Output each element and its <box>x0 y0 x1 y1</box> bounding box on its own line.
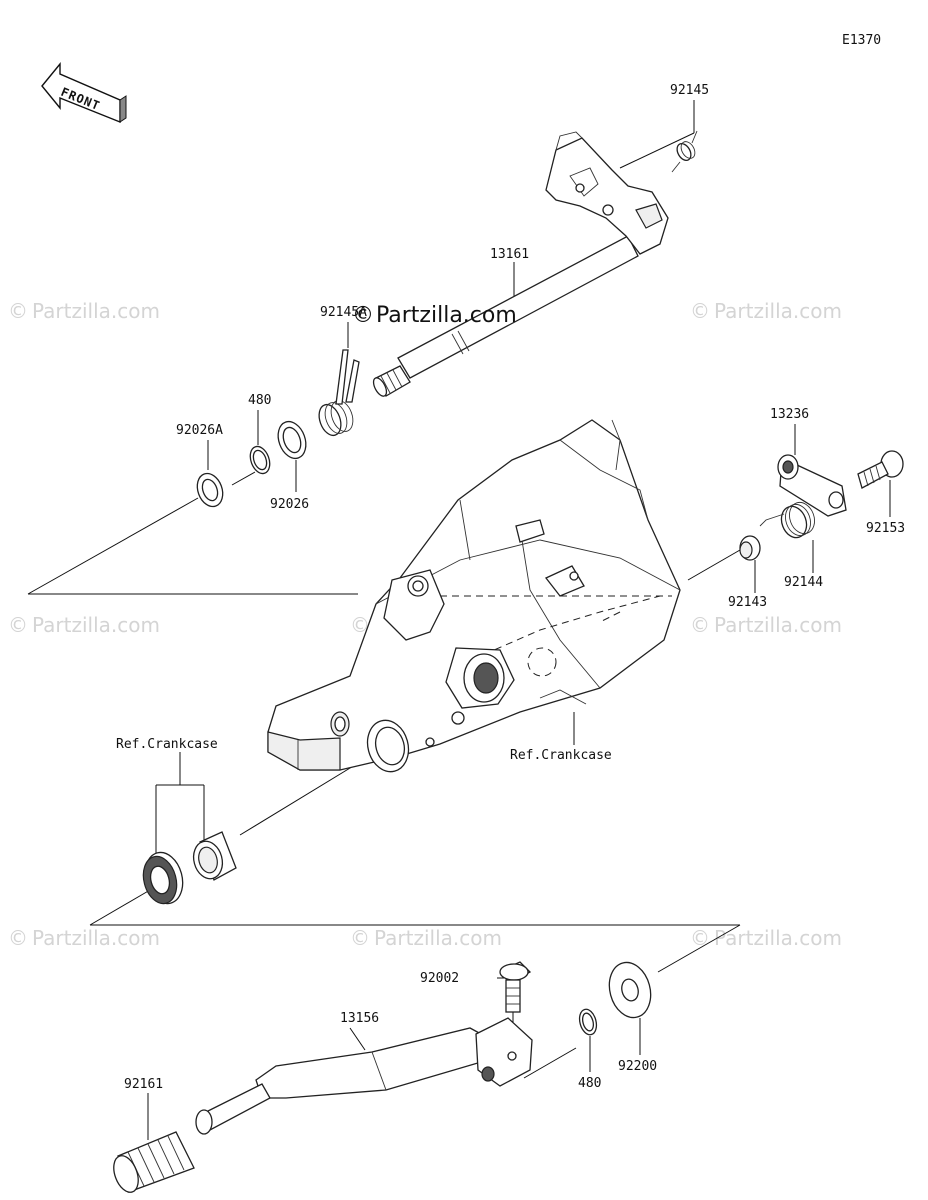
label-13236: 13236 <box>770 407 809 422</box>
bolt-92002-icon <box>499 961 532 1013</box>
diagram-code: E1370 <box>842 33 881 48</box>
watermark: ©Partzilla.com <box>350 926 502 950</box>
label-92200: 92200 <box>618 1059 657 1074</box>
washer-92026-icon <box>277 420 307 460</box>
label-92002: 92002 <box>420 971 459 986</box>
collar-92143-icon <box>739 535 761 561</box>
rubber-92161-icon <box>113 1131 195 1193</box>
label-13156: 13156 <box>340 1011 379 1026</box>
watermark: ©Partzilla.com <box>8 299 160 323</box>
label-92144: 92144 <box>784 575 823 590</box>
label-92145A: 92145A <box>320 305 367 320</box>
watermark: ©Partzilla.com <box>8 613 160 637</box>
label-92145: 92145 <box>670 83 709 98</box>
label-92143: 92143 <box>728 595 767 610</box>
label-13161: 13161 <box>490 247 529 262</box>
part-labels: 92145 13161 92145A 480 92026A 92026 1323… <box>116 83 905 1092</box>
spring-92145A-icon <box>318 349 360 437</box>
label-480-top: 480 <box>248 393 271 408</box>
label-480-bottom: 480 <box>578 1076 601 1091</box>
label-92161: 92161 <box>124 1077 163 1092</box>
watermark: ©Partzilla.com <box>690 613 842 637</box>
watermark: ©Partzilla.com <box>690 926 842 950</box>
watermark-center: ©Partzilla.com <box>352 303 517 328</box>
spring-92144-icon <box>759 501 815 539</box>
spring-92145-icon <box>671 130 698 173</box>
oil-seal-icon <box>142 851 184 905</box>
watermark: ©Partzilla.com <box>690 299 842 323</box>
label-ref-crankcase-left: Ref.Crankcase <box>116 737 218 752</box>
lever-13236-icon <box>777 454 847 517</box>
shift-shaft-13161 <box>372 131 669 397</box>
shift-pedal-13156-icon <box>195 1017 533 1135</box>
washer-92026A-icon <box>196 472 224 508</box>
label-92026A: 92026A <box>176 423 223 438</box>
washer-92200-icon <box>608 961 652 1019</box>
bolt-92153-icon <box>857 450 904 489</box>
circlip-480-bottom-icon <box>578 1008 598 1036</box>
crankcase-reference <box>267 419 681 773</box>
front-arrow-icon: FRONT <box>41 62 127 124</box>
circlip-480-top-icon <box>249 445 271 475</box>
watermark: ©Partzilla.com <box>8 926 160 950</box>
label-ref-crankcase-right: Ref.Crankcase <box>510 748 612 763</box>
label-92026: 92026 <box>270 497 309 512</box>
label-92153: 92153 <box>866 521 905 536</box>
needle-bearing-icon <box>192 831 237 881</box>
